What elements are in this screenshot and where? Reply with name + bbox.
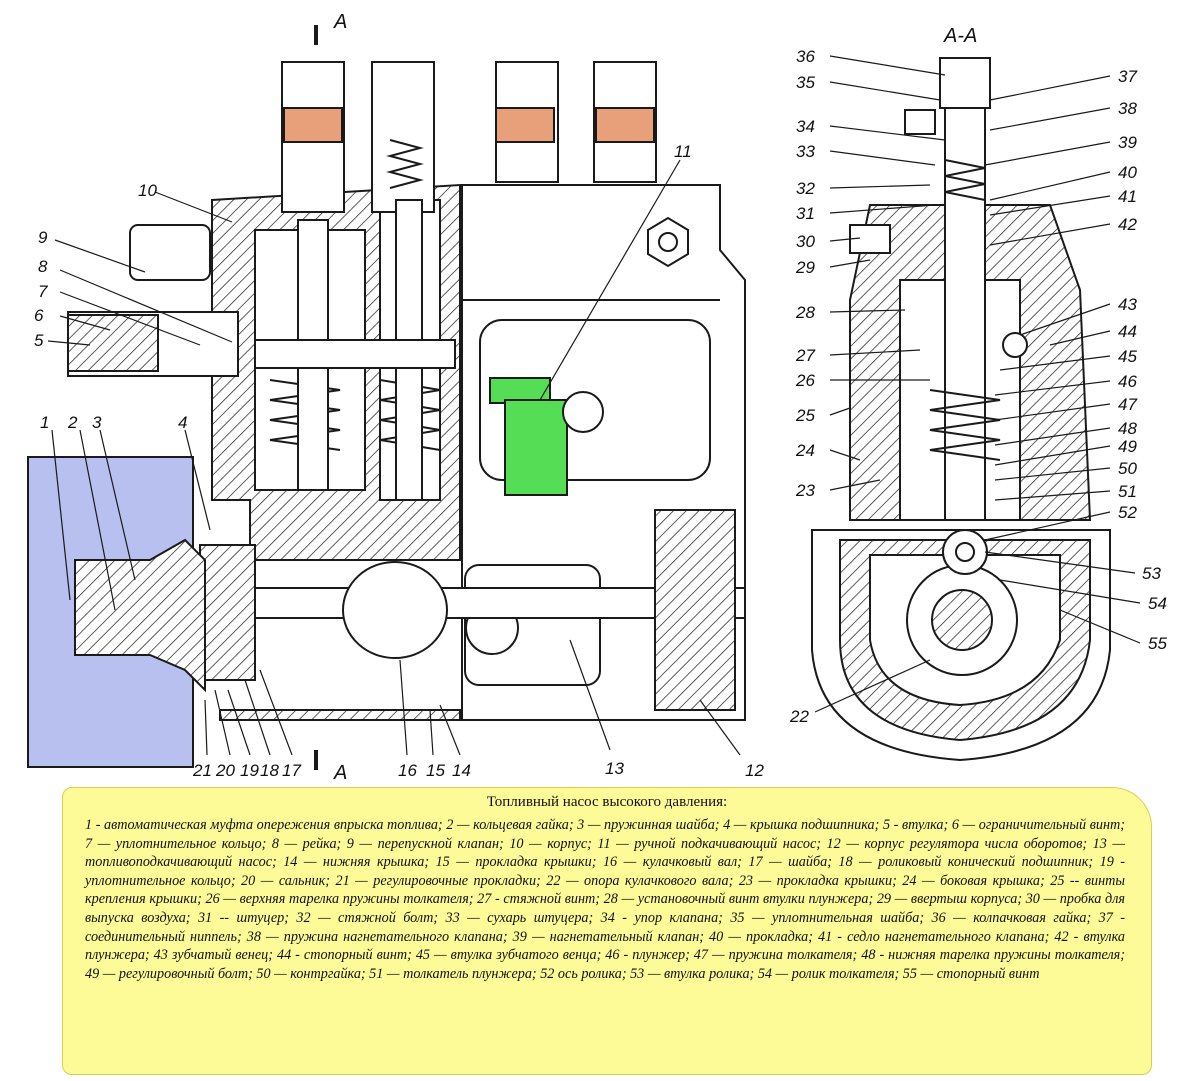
leader-lines <box>47 55 1141 756</box>
orange-nut-3 <box>495 107 555 143</box>
callout-33: 33 <box>796 142 815 161</box>
callout-55: 55 <box>1148 634 1167 653</box>
section-mark-top: A <box>333 11 347 33</box>
callout-34: 34 <box>796 117 815 136</box>
hand-priming-pump <box>504 399 568 496</box>
callout-42: 42 <box>1118 215 1137 234</box>
callout-45: 45 <box>1118 347 1137 366</box>
callout-15: 15 <box>426 761 445 780</box>
fuel-rack <box>254 339 456 369</box>
callout-23: 23 <box>795 481 815 500</box>
caption-title: Топливный насос высокого давления: <box>486 794 728 810</box>
callout-50: 50 <box>1118 459 1137 478</box>
callout-10: 10 <box>138 181 157 200</box>
callout-48: 48 <box>1118 419 1137 438</box>
callout-41: 41 <box>1118 187 1137 206</box>
bearing-right <box>654 509 736 711</box>
callout-53: 53 <box>1142 564 1161 583</box>
callout-27: 27 <box>795 346 815 365</box>
callout-1: 1 <box>40 413 49 432</box>
callout-49: 49 <box>1118 437 1137 456</box>
callout-29: 29 <box>795 258 815 277</box>
callout-4: 4 <box>178 413 187 432</box>
callout-47: 47 <box>1118 395 1137 414</box>
callout-21: 21 <box>192 761 212 780</box>
callout-40: 40 <box>1118 163 1137 182</box>
callout-32: 32 <box>796 179 815 198</box>
callout-22: 22 <box>789 707 809 726</box>
callout-25: 25 <box>795 406 815 425</box>
callout-36: 36 <box>796 47 815 66</box>
orange-nut-4 <box>595 107 655 143</box>
pump-cutaway-drawing: 1 2 3 4 5 6 7 8 9 10 11 12 13 14 15 16 1… <box>27 11 1167 784</box>
section-mark-bottom: A <box>333 762 347 784</box>
callout-17: 17 <box>282 761 301 780</box>
bearing-left <box>199 544 256 681</box>
callout-54: 54 <box>1148 594 1167 613</box>
tappet-roller <box>942 529 988 575</box>
callout-14: 14 <box>452 761 471 780</box>
callout-46: 46 <box>1118 372 1137 391</box>
longitudinal-section <box>27 25 746 770</box>
callout-20: 20 <box>215 761 235 780</box>
tappet-spring <box>929 389 1001 461</box>
callout-43: 43 <box>1118 295 1137 314</box>
callout-5: 5 <box>34 331 44 350</box>
callout-37: 37 <box>1118 67 1137 86</box>
callout-16: 16 <box>398 761 417 780</box>
cross-section-a-a <box>811 57 1111 762</box>
delivery-fitting-2 <box>371 61 435 213</box>
callout-12: 12 <box>745 761 764 780</box>
callout-labels: 1 2 3 4 5 6 7 8 9 10 11 12 13 14 15 16 1… <box>34 11 1167 784</box>
callout-13: 13 <box>605 759 624 778</box>
callout-24: 24 <box>795 441 815 460</box>
section-view-title: А-А <box>943 25 977 47</box>
callout-38: 38 <box>1118 99 1137 118</box>
legend-caption: Топливный насос высокого давления: 1 - а… <box>62 787 1152 1075</box>
callout-6: 6 <box>34 306 44 325</box>
callout-28: 28 <box>795 303 815 322</box>
callout-3: 3 <box>92 413 102 432</box>
callout-8: 8 <box>38 257 48 276</box>
callout-35: 35 <box>796 73 815 92</box>
caption-legend-text: 1 - автоматическая муфта опережения впры… <box>85 817 1125 982</box>
callout-26: 26 <box>795 371 815 390</box>
cap-nut <box>939 57 991 109</box>
callout-30: 30 <box>796 232 815 251</box>
callout-39: 39 <box>1118 133 1137 152</box>
callout-31: 31 <box>796 204 815 223</box>
callout-11: 11 <box>674 142 692 161</box>
callout-2: 2 <box>67 413 78 432</box>
callout-19: 19 <box>240 761 259 780</box>
bottom-cover <box>219 709 461 721</box>
callout-51: 51 <box>1118 482 1137 501</box>
orange-nut-1 <box>283 107 343 143</box>
bypass-valve <box>129 224 211 281</box>
callout-9: 9 <box>38 228 48 247</box>
callout-52: 52 <box>1118 503 1137 522</box>
callout-44: 44 <box>1118 322 1137 341</box>
valve-spring <box>386 139 424 189</box>
callout-18: 18 <box>260 761 279 780</box>
callout-7: 7 <box>38 282 48 301</box>
